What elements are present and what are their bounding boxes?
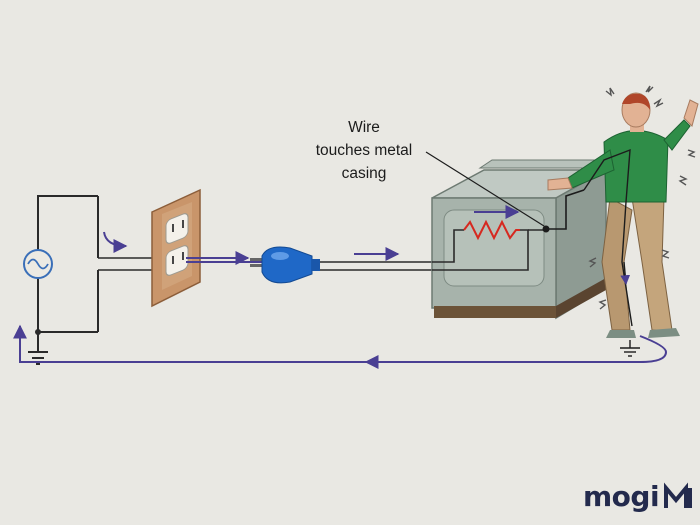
callout-line-1: Wire xyxy=(348,119,380,136)
supply-wires xyxy=(98,257,160,271)
power-source xyxy=(23,195,99,365)
shock-lines-icon xyxy=(588,85,696,310)
electric-plug-icon xyxy=(250,246,320,284)
appliance-metal-casing xyxy=(431,159,609,320)
ground-return-path xyxy=(13,324,668,363)
ac-source-icon xyxy=(23,249,53,279)
person-ground-icon xyxy=(620,340,640,357)
shocked-person xyxy=(547,85,699,357)
wall-outlet-icon xyxy=(151,188,201,308)
appliance-cord xyxy=(320,247,432,271)
watermark-text: mogi xyxy=(583,480,660,513)
heating-element-icon xyxy=(463,219,520,241)
watermark-logo-icon xyxy=(664,482,692,508)
callout-line-2: touches metal xyxy=(315,142,413,159)
callout-line-3: casing xyxy=(341,165,387,182)
ground-symbol-icon xyxy=(28,351,48,365)
wire-casing-callout: Wire touches metal casing xyxy=(300,116,428,185)
callout-leader-line xyxy=(425,151,545,227)
current-arrow-icon xyxy=(103,231,128,253)
